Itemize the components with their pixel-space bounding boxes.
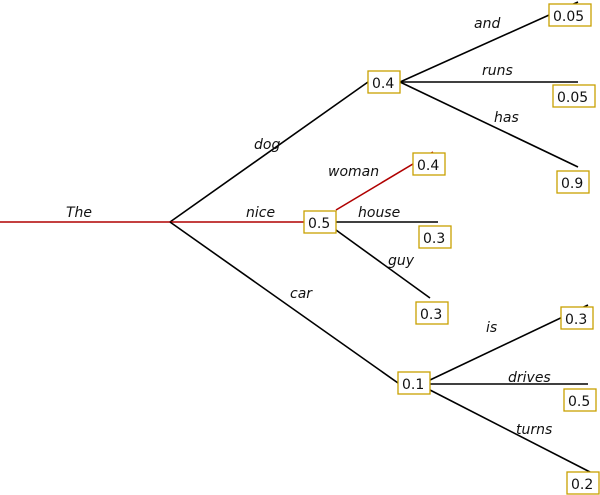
prob-turns: 0.2 (571, 477, 593, 493)
prob-box-woman: 0.4 (412, 152, 446, 176)
edge-car (169, 221, 399, 384)
prob-box-and: 0.05 (548, 3, 592, 27)
label-guy: guy (388, 253, 415, 269)
prob-box-guy: 0.3 (415, 301, 449, 325)
prob-woman: 0.4 (417, 158, 439, 174)
label-woman: woman (328, 164, 379, 180)
prob-house: 0.3 (423, 231, 445, 247)
label-house: house (358, 205, 400, 221)
prob-box-dog: 0.4 (367, 70, 401, 94)
label-the: The (66, 205, 92, 221)
prob-box-has: 0.9 (556, 170, 590, 194)
prob-drives: 0.5 (568, 394, 590, 410)
label-car: car (290, 286, 313, 302)
edges (0, 1, 591, 473)
label-nice: nice (246, 205, 275, 221)
label-is: is (486, 320, 497, 336)
edge-and (399, 1, 579, 83)
label-turns: turns (516, 422, 552, 438)
prob-is: 0.3 (565, 312, 587, 328)
edge-labels: The dog nice car and runs has woman hous… (66, 16, 552, 438)
prob-box-turns: 0.2 (566, 471, 600, 495)
prob-car: 0.1 (402, 377, 424, 393)
label-drives: drives (508, 370, 551, 386)
edge-has (399, 81, 579, 168)
label-and: and (474, 16, 500, 32)
prob-and: 0.05 (553, 9, 584, 25)
prob-box-runs: 0.05 (552, 84, 596, 108)
label-has: has (494, 110, 519, 126)
prob-box-car: 0.1 (397, 371, 431, 395)
edge-guy (335, 229, 431, 299)
probability-boxes: 0.4 0.5 0.1 0.05 0.05 0.9 0.4 0.3 (303, 3, 600, 495)
label-dog: dog (254, 137, 280, 153)
prob-dog: 0.4 (372, 76, 394, 92)
prob-nice: 0.5 (308, 216, 330, 232)
prob-box-nice: 0.5 (303, 210, 337, 234)
prob-box-drives: 0.5 (563, 388, 597, 412)
prob-box-is: 0.3 (560, 306, 594, 330)
edge-dog (169, 81, 369, 223)
edge-turns (429, 389, 591, 473)
prob-has: 0.9 (561, 176, 583, 192)
prob-box-house: 0.3 (418, 225, 452, 249)
label-runs: runs (482, 63, 513, 79)
prob-runs: 0.05 (557, 90, 588, 106)
prob-guy: 0.3 (420, 307, 442, 323)
